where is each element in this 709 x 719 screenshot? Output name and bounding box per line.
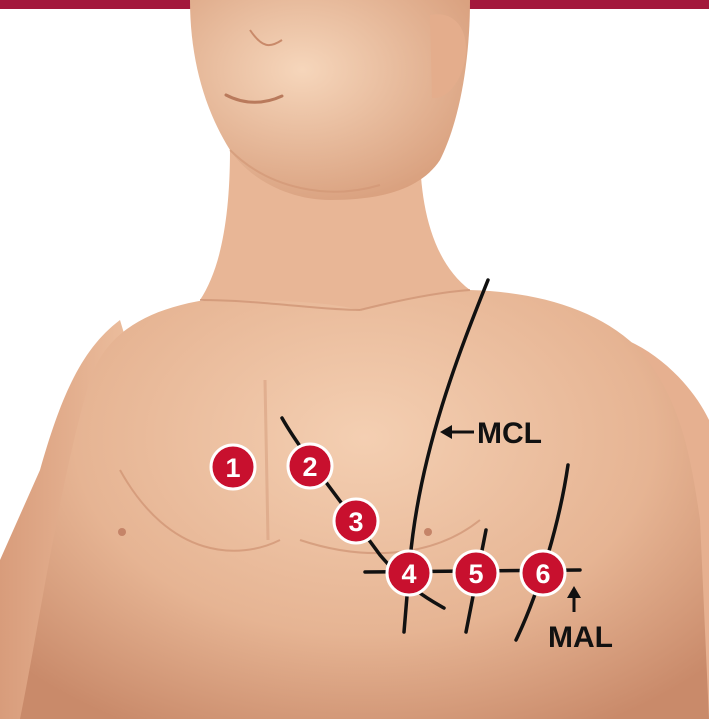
mal-label: MAL — [548, 621, 613, 654]
electrode-v3: 3 — [334, 499, 378, 543]
electrode-v5: 5 — [454, 551, 498, 595]
electrode-v1-number: 1 — [225, 453, 240, 483]
electrode-v4-number: 4 — [401, 559, 416, 589]
electrode-v1: 1 — [211, 445, 255, 489]
electrode-v2-number: 2 — [302, 452, 317, 482]
electrode-v3-number: 3 — [348, 507, 363, 537]
electrode-v6-number: 6 — [535, 559, 550, 589]
electrode-v5-number: 5 — [468, 559, 483, 589]
electrode-v4: 4 — [387, 551, 431, 595]
mcl-label: MCL — [477, 417, 542, 450]
electrode-v2: 2 — [288, 444, 332, 488]
electrode-v6: 6 — [521, 551, 565, 595]
